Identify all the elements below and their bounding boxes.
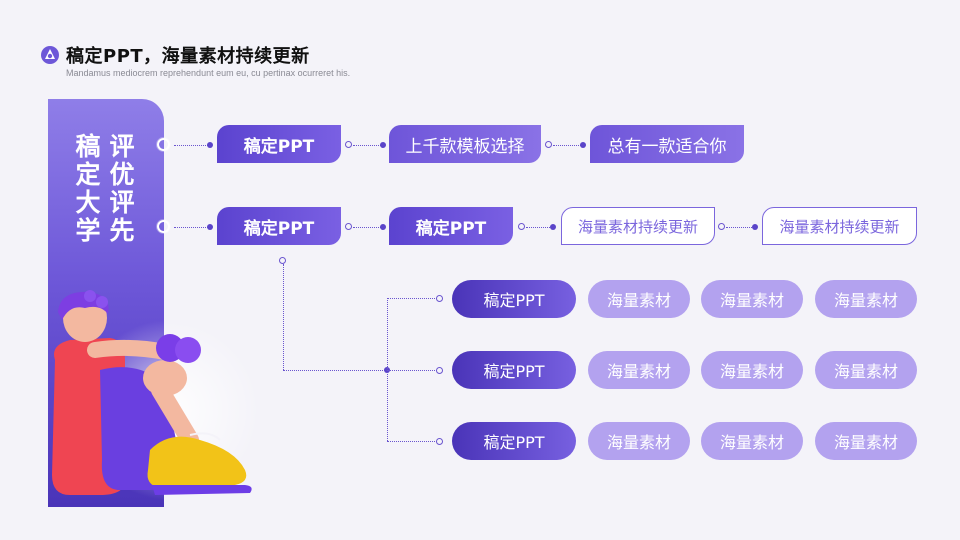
- grid-row3-item[interactable]: 海量素材: [701, 422, 803, 460]
- page-subtitle: Mandamus mediocrem reprehendunt eum eu, …: [66, 68, 351, 78]
- connector-dot: [207, 142, 213, 148]
- connector-dot: [580, 142, 586, 148]
- tree-vertical: [283, 264, 284, 370]
- connector-dot: [550, 224, 556, 230]
- connector: [174, 227, 210, 228]
- row1-node-2[interactable]: 上千款模板选择: [389, 125, 541, 163]
- side-char: 稿: [75, 132, 101, 161]
- connector: [726, 227, 754, 228]
- tree-horizontal: [283, 370, 387, 371]
- connector-dot: [380, 142, 386, 148]
- connector-hollow: [718, 223, 725, 230]
- connector-dot: [752, 224, 758, 230]
- connector-hollow: [345, 223, 352, 230]
- row1-node-3[interactable]: 总有一款适合你: [590, 125, 744, 163]
- connector: [553, 145, 581, 146]
- tree-branch-vertical: [387, 298, 388, 441]
- grid-row3-item[interactable]: 海量素材: [815, 422, 917, 460]
- row2-node-2[interactable]: 稿定PPT: [389, 207, 513, 245]
- side-char: 评: [109, 132, 135, 161]
- side-text-column-1: 稿 定 大 学: [73, 133, 103, 245]
- side-char: 评: [109, 188, 135, 217]
- logo-icon: [41, 46, 59, 64]
- side-text-column-2: 评 优 评 先: [107, 133, 137, 245]
- branch-connector: [387, 298, 437, 299]
- branch-hollow: [436, 367, 443, 374]
- grid-row2-item[interactable]: 海量素材: [588, 351, 690, 389]
- connector-dot: [380, 224, 386, 230]
- grid-row3-lead[interactable]: 稿定PPT: [452, 422, 576, 460]
- connector: [526, 227, 552, 228]
- side-char: 先: [109, 216, 135, 245]
- connector-hollow: [345, 141, 352, 148]
- character-illustration: [52, 290, 260, 500]
- grid-row1-item[interactable]: 海量素材: [588, 280, 690, 318]
- grid-row1-item[interactable]: 海量素材: [701, 280, 803, 318]
- row1-node-1[interactable]: 稿定PPT: [217, 125, 341, 163]
- grid-row2-item[interactable]: 海量素材: [701, 351, 803, 389]
- branch-connector: [387, 370, 437, 371]
- row2-node-3[interactable]: 海量素材持续更新: [561, 207, 715, 245]
- grid-row1-lead[interactable]: 稿定PPT: [452, 280, 576, 318]
- tree-root-hollow: [279, 257, 286, 264]
- side-char: 定: [75, 160, 101, 189]
- connector: [353, 227, 381, 228]
- header: 稿定PPT，海量素材持续更新: [40, 42, 310, 68]
- branch-connector: [387, 441, 437, 442]
- grid-row2-lead[interactable]: 稿定PPT: [452, 351, 576, 389]
- grid-row2-item[interactable]: 海量素材: [815, 351, 917, 389]
- connector-dot: [207, 224, 213, 230]
- connector-hollow: [545, 141, 552, 148]
- row1-anchor-ring: [157, 138, 170, 151]
- connector: [353, 145, 381, 146]
- row2-anchor-ring: [157, 220, 170, 233]
- connector: [174, 145, 210, 146]
- side-char: 大: [75, 188, 101, 217]
- row2-node-1[interactable]: 稿定PPT: [217, 207, 341, 245]
- side-char: 学: [75, 216, 101, 245]
- side-char: 优: [109, 160, 135, 189]
- branch-hollow: [436, 295, 443, 302]
- connector-hollow: [518, 223, 525, 230]
- row2-node-4[interactable]: 海量素材持续更新: [762, 207, 917, 245]
- grid-row3-item[interactable]: 海量素材: [588, 422, 690, 460]
- branch-hollow: [436, 438, 443, 445]
- grid-row1-item[interactable]: 海量素材: [815, 280, 917, 318]
- page-title: 稿定PPT，海量素材持续更新: [66, 46, 310, 67]
